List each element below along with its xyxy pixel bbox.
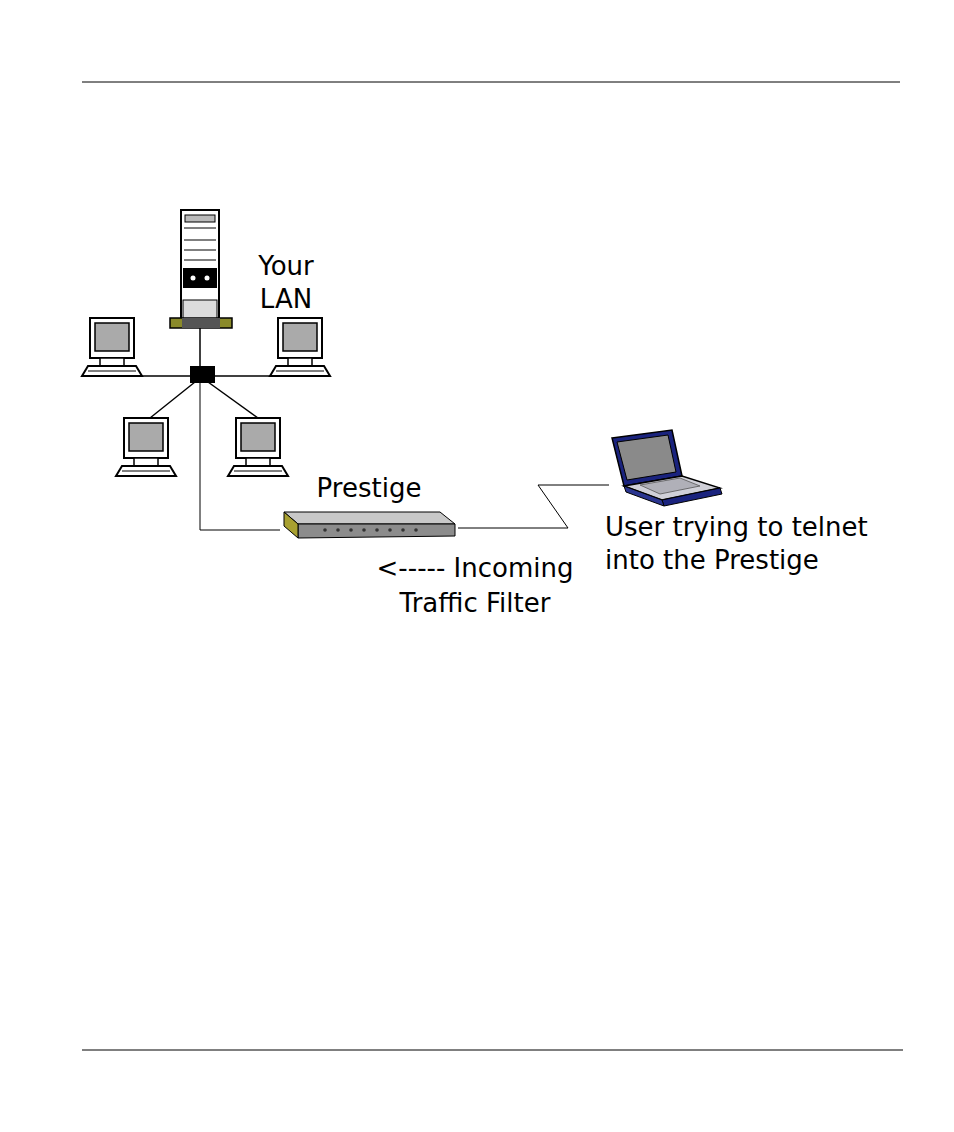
server-tower xyxy=(170,210,232,328)
node-label: User trying to telnet into the Prestige xyxy=(605,511,910,577)
device-label: Prestige xyxy=(270,472,468,505)
computer xyxy=(116,418,176,476)
network-cable xyxy=(458,485,609,528)
footer-rule xyxy=(82,1050,903,1051)
computer xyxy=(82,318,142,376)
laptop xyxy=(612,430,722,506)
hub xyxy=(190,366,215,383)
computer xyxy=(228,418,288,476)
router-device xyxy=(284,512,455,538)
lan-group: Your LAN xyxy=(78,205,340,482)
network-cable xyxy=(200,482,280,530)
node-label: Your LAN xyxy=(246,250,326,316)
router-box: Prestige xyxy=(280,508,458,540)
filter-label: <----- Incoming Traffic Filter xyxy=(375,551,575,621)
header-rule xyxy=(82,82,900,83)
computer xyxy=(270,318,330,376)
user-laptop: User trying to telnet into the Prestige xyxy=(605,425,910,585)
